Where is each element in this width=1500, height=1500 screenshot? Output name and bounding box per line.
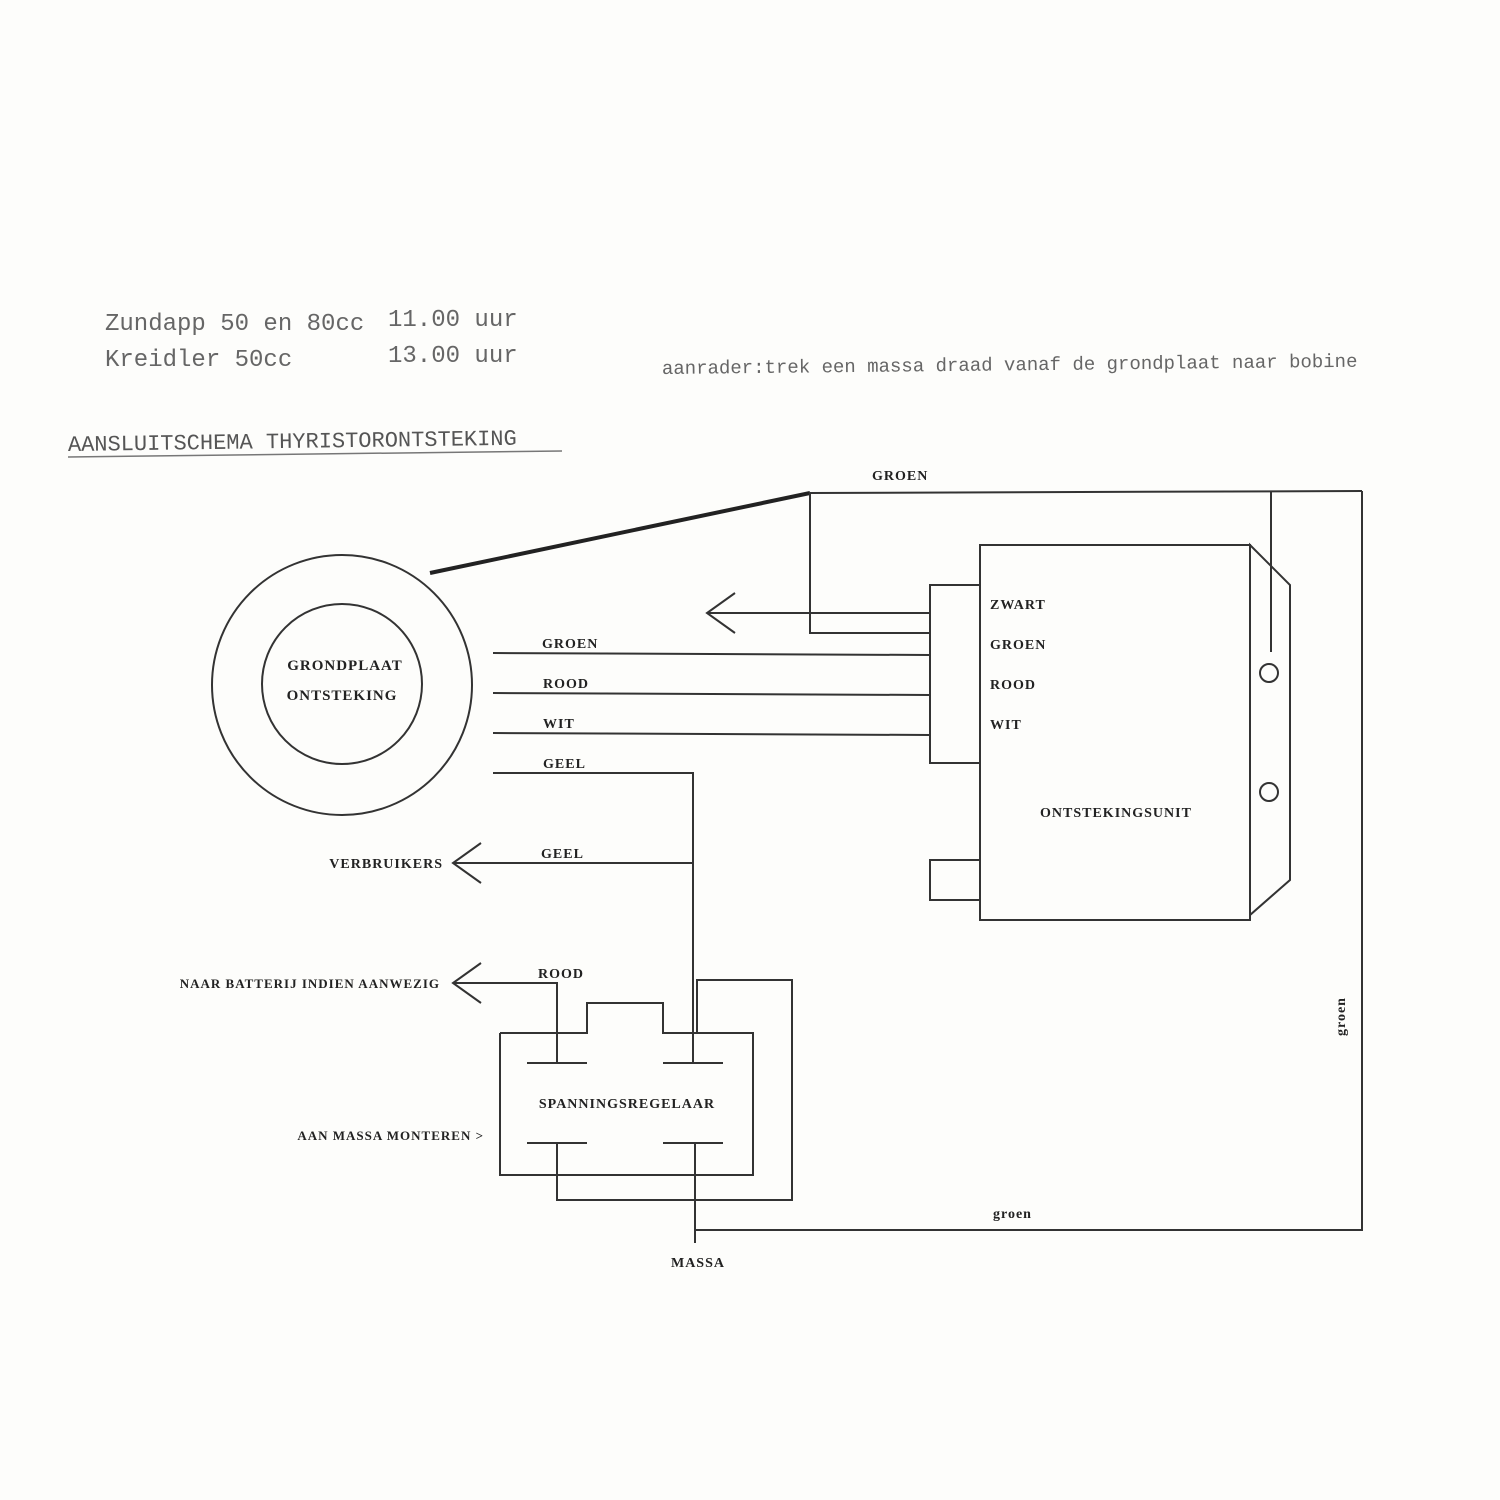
stator-ground-strap: [429, 491, 811, 575]
wire-top-groen-drop: [809, 493, 930, 634]
wire-groen-bottom-label: groen: [993, 1207, 1032, 1222]
ground-label: MASSA: [671, 1256, 725, 1271]
unit-terminal-zwart: ZWART: [990, 598, 1046, 613]
wire-groen-right-label: groen: [1334, 997, 1349, 1036]
stator-label-line2: ONTSTEKING: [287, 688, 398, 704]
unit-terminal-wit: WIT: [990, 718, 1022, 733]
ignition-unit-label: ONTSTEKINGSUNIT: [1040, 806, 1192, 821]
stator-label-line1: GRONDPLAAT: [287, 658, 403, 674]
header-line2-model: Kreidler 50cc: [105, 347, 292, 374]
wire-groen-ground-loop: [695, 491, 1363, 1231]
wire-wit: [492, 732, 931, 736]
consumers-arrow-head: [451, 842, 482, 884]
mount-to-ground-label: AAN MASSA MONTEREN >: [297, 1128, 484, 1143]
unit-aux-connector: [929, 859, 981, 901]
wire-geel-label: GEEL: [543, 757, 586, 772]
wire-rood-battery-label: ROOD: [538, 967, 584, 982]
wire-top-groen: [809, 490, 1363, 494]
title-underline: [67, 450, 563, 458]
diagram-title: AANSLUITSCHEMA THYRISTORONTSTEKING: [68, 427, 517, 458]
header-line1-time: 11.00 uur: [388, 307, 518, 334]
unit-connector-block: [929, 584, 981, 764]
stator-inner-ring: [261, 603, 423, 765]
unit-mount-hole-top: [1259, 663, 1279, 683]
battery-label: NAAR BATTERIJ INDIEN AANWEZIG: [180, 976, 440, 991]
wire-geel: [493, 772, 694, 1033]
unit-terminal-rood: ROOD: [990, 678, 1036, 693]
wire-geel2-label: GEEL: [541, 847, 584, 862]
wire-groen-label: GROEN: [542, 637, 598, 652]
ignition-unit-flange: [1249, 542, 1291, 918]
battery-arrow-head: [451, 962, 482, 1004]
wire-rood: [492, 692, 931, 696]
wire-rood-battery: [453, 982, 558, 1033]
wire-top-groen-label: GROEN: [872, 469, 928, 484]
wire-regulator-loop: [556, 979, 793, 1201]
wire-rood-label: ROOD: [543, 677, 589, 692]
wire-wit-label: WIT: [543, 717, 575, 732]
voltage-regulator-label: SPANNINGSREGELAAR: [539, 1097, 715, 1112]
stator-outer-ring: [211, 554, 473, 816]
voltage-regulator-body: [499, 1002, 754, 1176]
unit-terminal-groen: GROEN: [990, 638, 1046, 653]
zwart-arrow-head: [705, 592, 736, 634]
advice-note: aanrader:trek een massa draad vanaf de g…: [662, 351, 1358, 380]
header-line2-time: 13.00 uur: [388, 343, 518, 370]
consumers-label: VERBRUIKERS: [329, 857, 443, 872]
unit-mount-hole-bottom: [1259, 782, 1279, 802]
header-line1-model: Zundapp 50 en 80cc: [105, 311, 364, 338]
wire-groen: [492, 652, 931, 656]
